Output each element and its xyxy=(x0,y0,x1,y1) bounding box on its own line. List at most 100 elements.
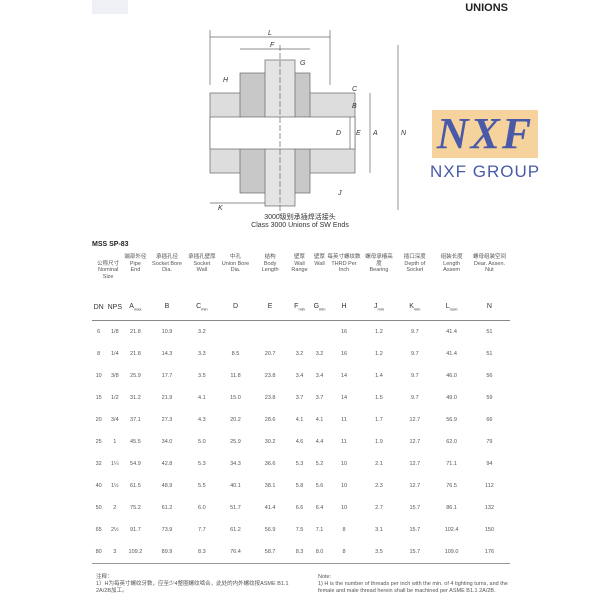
header-cn: 结构 xyxy=(264,254,276,260)
table-cell: 3.2 xyxy=(315,351,324,357)
dim-label: J xyxy=(337,190,342,197)
symbol: K xyxy=(409,302,414,310)
spec-title: MSS SP-83 xyxy=(92,241,129,248)
table-cell: 80 xyxy=(92,541,106,564)
table-cell: 109.2 xyxy=(124,541,147,564)
table-cell: 2.1 xyxy=(375,461,383,467)
table-cell: 9.7 xyxy=(410,329,419,335)
header-en: Body Length xyxy=(261,260,279,274)
table-cell: 12.7 xyxy=(409,461,421,467)
symbol: E xyxy=(267,302,273,310)
caption-cn: 3000级别承插焊活接头 xyxy=(264,214,336,221)
table-cell: 15.0 xyxy=(230,395,241,401)
table-cell: 48.9 xyxy=(161,483,173,489)
table-cell: 5.3 xyxy=(295,461,304,467)
table-cell: 40 xyxy=(95,483,102,489)
table-cell: 56.9 xyxy=(446,417,457,423)
table-cell: 4.1 xyxy=(315,417,324,423)
table-cell: 25.9 xyxy=(230,439,241,445)
table-cell: 109.0 xyxy=(434,541,469,564)
table-cell: 46.0 xyxy=(446,373,457,379)
symbol-sub: min xyxy=(201,305,208,311)
notes-cn: 注释： 1）H为每英寸螺纹牙数，应至少4整圈螺纹啮合，此处的内外螺纹按ASME … xyxy=(96,574,296,595)
header-cn: 插口深度 xyxy=(403,254,426,260)
notes-en-text: H is the number of threads per inch with… xyxy=(318,581,508,594)
table-cell: 1/4 xyxy=(110,351,119,357)
table-cell: 6.6 xyxy=(295,505,304,511)
table-cell: 8.0 xyxy=(313,541,326,564)
table-cell: 62.0 xyxy=(446,439,457,445)
caption-en: Class 3000 Unions of SW Ends xyxy=(251,222,349,229)
symbol-g: Gmin xyxy=(313,296,326,321)
table-cell: 14.3 xyxy=(161,351,173,357)
table-cell: 5.3 xyxy=(198,461,206,467)
table-cell xyxy=(314,321,326,344)
watermark-group: NXF GROUP xyxy=(430,162,541,181)
table-cell: 49.0 xyxy=(446,395,457,401)
header-en: Length Assem xyxy=(443,260,460,274)
symbol: D xyxy=(232,302,239,310)
table-cell: 5.5 xyxy=(198,483,206,489)
table-cell: 25 xyxy=(95,439,102,445)
dim-label: F xyxy=(270,42,275,49)
table-cell: 8 xyxy=(97,351,101,357)
table-cell: 10 xyxy=(340,505,348,511)
table-cell: 3.5 xyxy=(198,373,206,379)
table-cell: 4.4 xyxy=(315,439,324,445)
table-cell: 17.7 xyxy=(161,373,173,379)
table-cell: 51 xyxy=(486,351,493,357)
table-cell: 9.7 xyxy=(410,351,419,357)
symbol-h: H xyxy=(325,296,363,321)
symbol: B xyxy=(164,302,170,310)
table-cell: 150 xyxy=(484,527,495,533)
table-cell: 28.6 xyxy=(264,417,276,423)
dim-label: K xyxy=(218,205,223,212)
symbol-sub: min xyxy=(319,305,326,311)
symbol-sub: min xyxy=(413,305,421,311)
table-cell: 21.8 xyxy=(130,329,141,335)
table-cell: 1.4 xyxy=(375,373,383,379)
table-cell: 8 xyxy=(325,541,363,564)
table-cell: 23.8 xyxy=(264,395,276,401)
table-cell: 1½ xyxy=(110,483,119,489)
table-cell: 6.0 xyxy=(198,505,206,511)
table-cell: 71.1 xyxy=(446,461,457,467)
header-cn: 端部外径 xyxy=(124,254,147,260)
table-cell: 3.1 xyxy=(375,527,383,533)
symbol-n: N xyxy=(468,296,510,321)
table-cell: 11 xyxy=(341,417,347,423)
table-cell xyxy=(216,321,255,344)
symbol-l: Lnom xyxy=(434,296,469,321)
table-cell: 5.6 xyxy=(315,483,324,489)
table-cell: 3.5 xyxy=(362,541,396,564)
symbol-sub: nom xyxy=(449,305,458,311)
table-cell: 20.2 xyxy=(230,417,241,423)
table-cell: 102.4 xyxy=(444,527,459,533)
table-cell: 41.4 xyxy=(446,351,457,357)
table-cell: 5.2 xyxy=(315,461,324,467)
header-cn: 壁厚 xyxy=(294,254,306,260)
table-cell: 54.9 xyxy=(130,461,141,467)
table-cell: 2.3 xyxy=(375,483,383,489)
header-en: Socket Bore Dia. xyxy=(152,260,182,274)
header-en: THRD Per Inch xyxy=(331,260,357,274)
table-cell: 59 xyxy=(486,395,493,401)
notes-en: Note: 1) H is the number of threads per … xyxy=(318,574,508,595)
table-cell: 1.2 xyxy=(375,329,383,335)
table-cell: 51 xyxy=(486,329,493,335)
table-cell: 20.7 xyxy=(264,351,276,357)
symbol: G xyxy=(313,302,320,310)
table-cell: 8 xyxy=(342,527,346,533)
table-cell: 25.9 xyxy=(130,373,141,379)
symbol: H xyxy=(341,302,347,310)
